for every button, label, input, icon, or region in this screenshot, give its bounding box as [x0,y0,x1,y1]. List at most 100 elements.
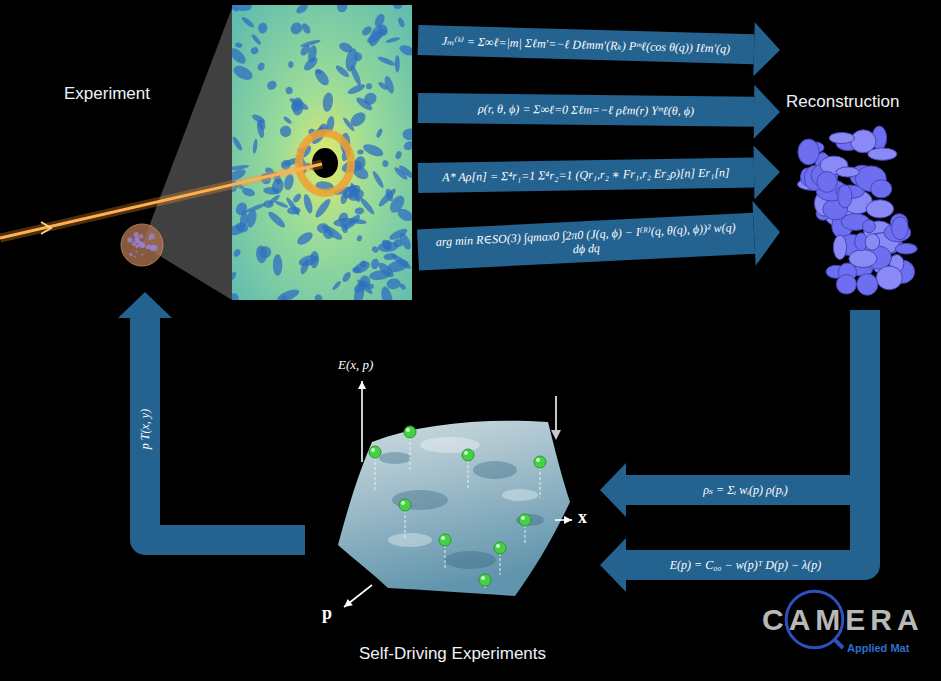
point-shine [464,451,468,455]
formula-label: p T(x, y) [137,406,153,452]
speckle [351,259,371,276]
sample-point [534,456,546,468]
sample [121,224,163,266]
speckle [250,46,260,55]
screen-ground [232,5,412,300]
speckle [371,170,385,189]
molecule-dot [135,246,138,249]
speckle [383,253,397,261]
speckle [393,165,409,181]
point-shine [496,544,500,548]
speckle [279,125,292,138]
speckle [342,213,362,232]
speckle [232,135,244,151]
probe-arrow [555,396,557,432]
speckle [371,245,380,254]
speckle [395,150,403,160]
arrow-band [145,318,305,540]
speckle [336,5,348,13]
axis-label: x [578,507,587,529]
logo-subtext: Applied Mat [847,642,909,655]
point-shine [401,501,405,505]
region-heading: Self-Driving Experiments [359,644,546,664]
molecule-dot [139,234,143,238]
density-lobe [868,148,897,160]
speckle [313,197,333,220]
speckle [373,12,387,28]
speckle [361,142,385,159]
speckle [397,231,412,251]
density-lobe [849,250,877,268]
flow-arrow [418,201,780,266]
speckle [295,5,310,15]
speckle [233,248,242,258]
speckle [402,139,412,152]
density-lobe [863,220,876,233]
speckle [241,15,256,29]
speckle [313,293,323,300]
speckle [285,86,293,95]
point-shine [371,448,375,452]
speckle [397,17,406,29]
axis-line [344,585,372,607]
surface-valley [392,490,448,510]
speckle [395,55,400,73]
speckle [232,292,240,300]
molecule-dot [141,254,143,256]
magnifier-handle [835,640,843,648]
speckle [360,25,373,38]
logo-text: CAMERA [762,602,924,638]
region-heading: Reconstruction [786,92,941,112]
density-lobe [836,275,856,295]
speckle [232,5,253,12]
speckle [295,230,315,248]
speckle [331,280,342,291]
density-lobe [798,139,819,165]
formula-label: ρ(r, θ, ϕ) = Σ∞ℓ=0 Σℓm=−ℓ ρℓm(r) Yᵐℓ(θ, … [475,100,697,119]
speckle [274,200,289,209]
speckle [344,47,359,72]
arrow-head [600,463,626,517]
speckle [365,83,372,90]
density-lobe [876,266,902,290]
flow-arrow [418,85,780,139]
speckle [354,207,364,215]
speckle [241,186,256,197]
molecule-dot [139,242,145,248]
flow-arrow [418,22,780,76]
molecule-dot [147,244,152,249]
surface-axes [344,381,572,607]
flow-arrow [418,145,780,199]
speckle [383,240,393,251]
speckle [358,196,376,216]
point-shine [441,536,445,540]
molecule-dot [134,238,139,243]
arrow-band [626,310,865,565]
point-shine [406,428,410,432]
molecule-dot [135,251,137,253]
speckle [356,235,363,243]
speckle [321,227,335,241]
formula-label: ρₛ = Σᵢ wᵢ(p) ρ(pᵢ) [700,482,790,498]
molecule-dot [148,237,151,240]
flow-arrow [118,292,305,540]
density-lobe [895,243,917,254]
speckle [297,253,319,268]
sample-point [369,446,381,458]
arrow-head [118,292,172,318]
density-lobe [865,234,879,250]
speckle [290,101,302,113]
arrow-head [600,538,626,592]
density-lobe [866,200,893,218]
density-lobe [871,180,892,198]
speckle [359,274,372,288]
speckle [322,92,335,113]
surface-valley [473,461,517,479]
speckle [288,61,293,68]
speckle [288,20,304,36]
axis-label: p [322,603,332,625]
speckle [232,271,238,283]
speckle [273,254,283,276]
flow-arrow [600,310,865,592]
